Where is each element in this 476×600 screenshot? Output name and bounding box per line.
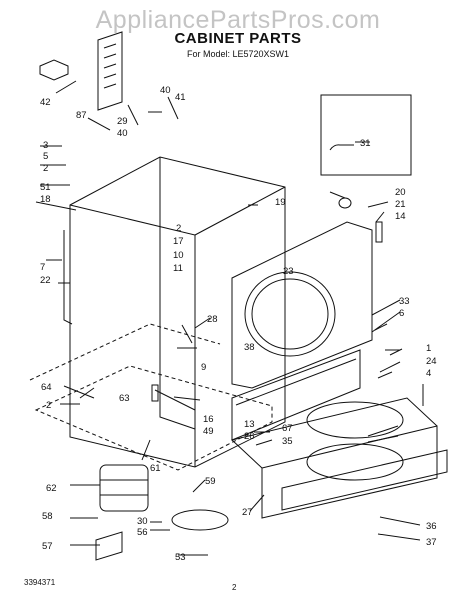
callout-19: 19 xyxy=(275,197,286,208)
top-bracket xyxy=(97,31,123,111)
callout-49: 49 xyxy=(203,426,214,437)
callout-labels: 42 87 3 5 2 51 18 7 22 29 40 40 41 2 17 … xyxy=(40,85,437,563)
belt-ring-lower xyxy=(306,443,404,481)
motor-mount xyxy=(95,531,123,561)
callout-16: 16 xyxy=(203,414,214,425)
inset-part xyxy=(329,144,354,151)
callout-11: 11 xyxy=(173,263,183,274)
callout-28: 28 xyxy=(207,314,218,325)
callout-6: 6 xyxy=(399,308,404,319)
callout-36: 36 xyxy=(426,521,437,532)
callout-37: 37 xyxy=(426,537,437,548)
callout-26: 26 xyxy=(244,431,255,442)
callout-27: 27 xyxy=(242,507,253,518)
model-number: For Model: LE5720XSW1 xyxy=(186,49,290,59)
callout-14: 14 xyxy=(395,211,406,222)
callout-56: 56 xyxy=(137,527,148,538)
callout-38: 38 xyxy=(244,342,255,353)
callout-31: 31 xyxy=(360,138,371,149)
callout-23: 23 xyxy=(283,266,294,277)
callout-87: 87 xyxy=(76,110,87,121)
callout-51: 51 xyxy=(40,182,51,193)
watermark: AppliancePartsPros.com xyxy=(95,6,381,34)
callout-42: 42 xyxy=(40,97,51,108)
callout-1: 1 xyxy=(426,343,431,354)
page-title: CABINET PARTS xyxy=(174,30,302,47)
callout-5: 5 xyxy=(43,151,48,162)
motor xyxy=(99,464,149,512)
callout-62: 62 xyxy=(46,483,57,494)
drive-belt xyxy=(171,509,229,531)
callout-2c: 2 xyxy=(46,400,51,411)
callout-53: 53 xyxy=(175,552,186,563)
front-panel xyxy=(231,221,373,389)
diagram-code: 3394371 xyxy=(24,578,56,587)
callout-67: 67 xyxy=(282,423,293,434)
callout-33: 33 xyxy=(399,296,410,307)
callout-2: 2 xyxy=(43,163,48,174)
callout-4: 4 xyxy=(426,368,431,379)
toe-panel xyxy=(231,349,361,441)
motor-zone xyxy=(34,365,273,471)
callout-13: 13 xyxy=(244,419,255,430)
callout-30: 30 xyxy=(137,516,148,527)
callout-2b: 2 xyxy=(176,223,181,234)
callout-41: 41 xyxy=(175,92,186,103)
door-opening xyxy=(244,271,336,357)
callout-35: 35 xyxy=(282,436,293,447)
callout-20: 20 xyxy=(395,187,406,198)
belt-ring-upper xyxy=(306,401,404,439)
callout-40a: 40 xyxy=(117,128,128,139)
page-number: 2 xyxy=(232,583,237,592)
callout-64: 64 xyxy=(41,382,52,393)
callout-7: 7 xyxy=(40,262,45,273)
callout-24: 24 xyxy=(426,356,437,367)
inset-box xyxy=(320,94,412,176)
callout-17: 17 xyxy=(173,236,184,247)
callout-57: 57 xyxy=(42,541,53,552)
pin xyxy=(375,221,383,243)
callout-29: 29 xyxy=(117,116,128,127)
callout-63: 63 xyxy=(119,393,130,404)
callout-10: 10 xyxy=(173,250,184,261)
callout-40b: 40 xyxy=(160,85,171,96)
callout-61: 61 xyxy=(150,463,161,474)
callout-9: 9 xyxy=(201,362,206,373)
callout-21: 21 xyxy=(395,199,406,210)
callout-59: 59 xyxy=(205,476,216,487)
callout-22: 22 xyxy=(40,275,51,286)
callout-18: 18 xyxy=(40,194,51,205)
callout-3: 3 xyxy=(43,140,48,151)
brace xyxy=(177,324,197,349)
drawing-lines xyxy=(29,31,448,561)
foot-20 xyxy=(338,197,352,209)
terminal-block xyxy=(39,59,69,81)
callout-58: 58 xyxy=(42,511,53,522)
cabinet-top-edge xyxy=(194,186,286,236)
